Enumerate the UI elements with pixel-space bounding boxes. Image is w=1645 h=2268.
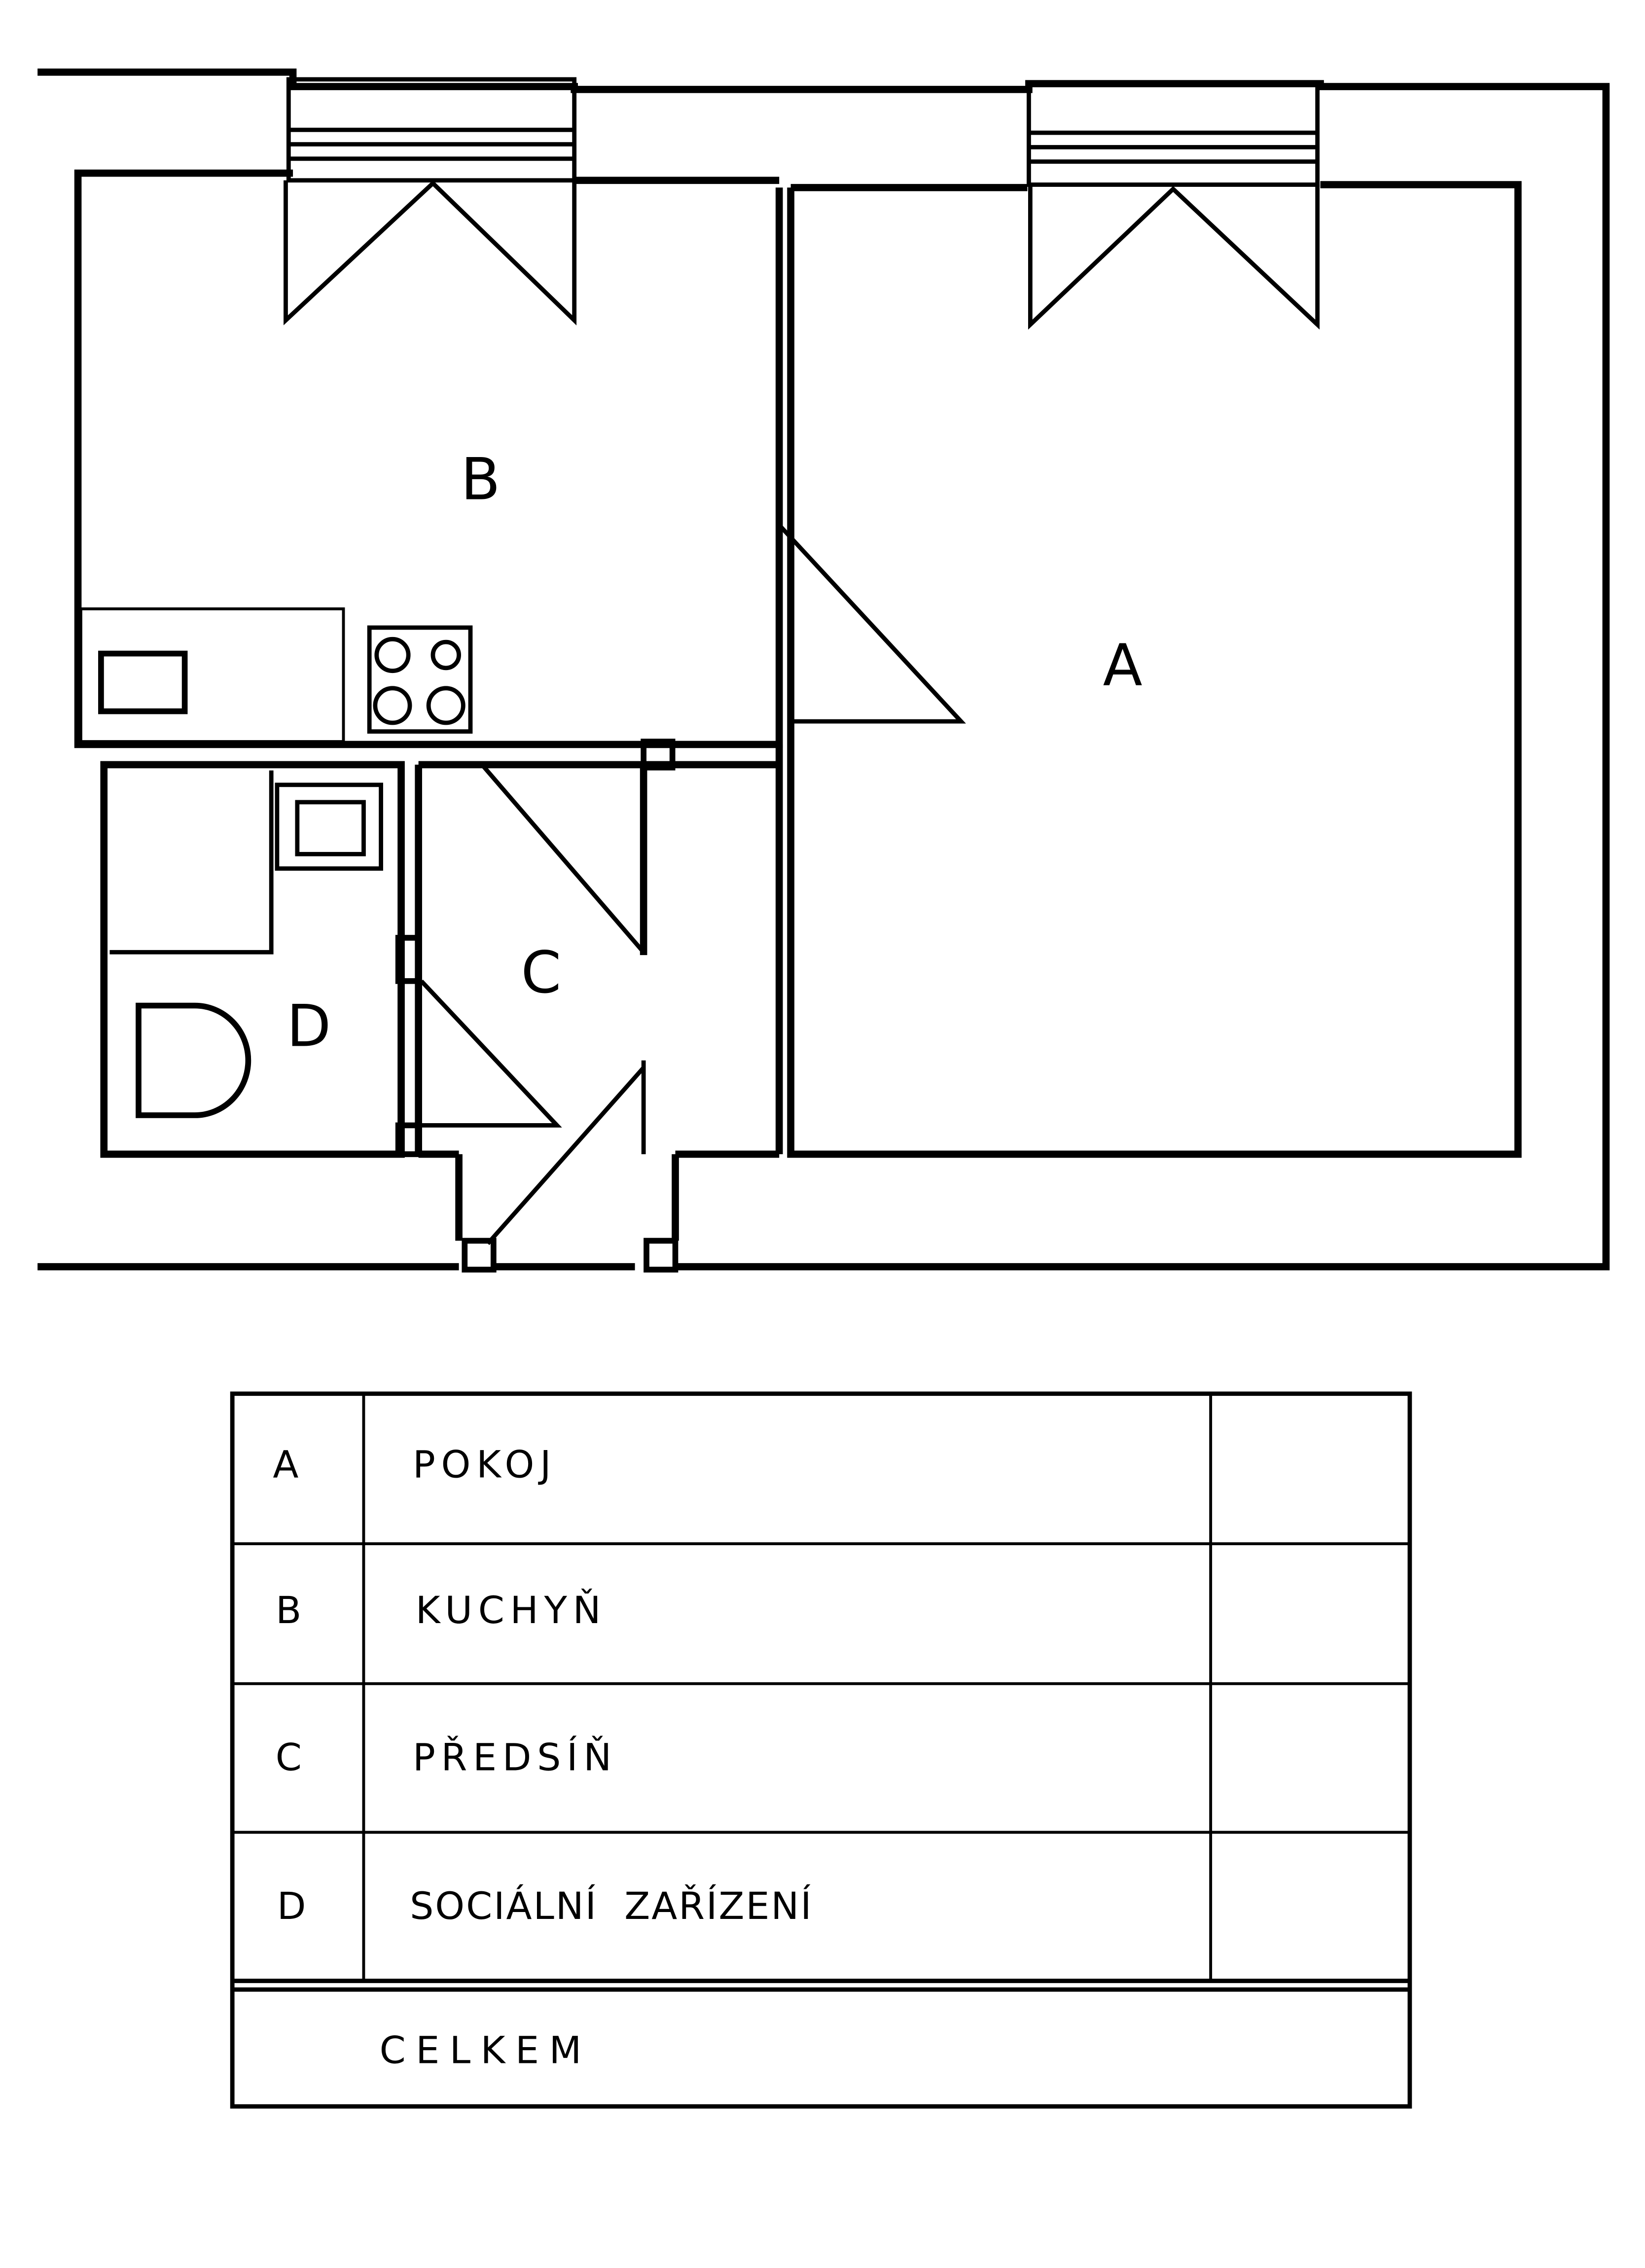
door-jamb <box>395 935 422 984</box>
room-label-c: C <box>521 939 562 1006</box>
inner-wall-line <box>74 169 1522 1158</box>
hall-walls <box>100 744 783 1241</box>
washbasin <box>275 782 383 871</box>
legend-name: SOCIÁLNÍ ZAŘÍZENÍ <box>410 1884 813 1928</box>
legend-row: C PŘEDSÍŇ <box>276 1735 617 1779</box>
door-bathroom <box>420 979 562 1128</box>
legend-row: D SOCIÁLNÍ ZAŘÍZENÍ <box>277 1884 813 1928</box>
door-jamb <box>641 739 676 771</box>
door-jamb <box>462 1238 497 1273</box>
legend-code: B <box>276 1588 301 1632</box>
legend-code: C <box>276 1735 302 1779</box>
room-label-b: B <box>461 445 500 513</box>
stove-icon <box>367 625 473 734</box>
door-entrance <box>486 1060 646 1245</box>
legend-name: KUCHYŇ <box>416 1588 607 1632</box>
toilet-icon <box>136 1002 251 1118</box>
window-room <box>1027 81 1320 330</box>
legend-name: POKOJ <box>413 1442 557 1486</box>
floor-plan: A B C D <box>37 68 1610 1273</box>
outer-wall <box>37 68 1610 1271</box>
legend-row: B KUCHYŇ <box>276 1588 607 1632</box>
door-hall-kitchen <box>480 763 645 954</box>
legend-name: PŘEDSÍŇ <box>413 1735 617 1779</box>
legend-total-row: CELKEM <box>380 2028 592 2072</box>
window-kitchen <box>284 77 577 325</box>
kitchen-sink <box>98 650 188 714</box>
room-legend-table: A POKOJ B KUCHYŇ C PŘEDSÍŇ D SOCIÁLNÍ ZA… <box>230 1391 1412 2109</box>
washbasin-inner <box>295 800 366 856</box>
bathtub <box>109 770 274 955</box>
door-kitchen-room <box>779 525 966 724</box>
door-jamb <box>644 1238 679 1273</box>
door-jamb <box>395 1122 422 1157</box>
legend-code: D <box>277 1884 306 1928</box>
legend-code: A <box>273 1442 298 1486</box>
kitchen-counter <box>79 607 345 743</box>
legend-total-label: CELKEM <box>380 2028 592 2072</box>
room-label-a: A <box>1103 632 1143 699</box>
legend-row: A POKOJ <box>273 1442 557 1486</box>
room-label-d: D <box>286 992 331 1060</box>
